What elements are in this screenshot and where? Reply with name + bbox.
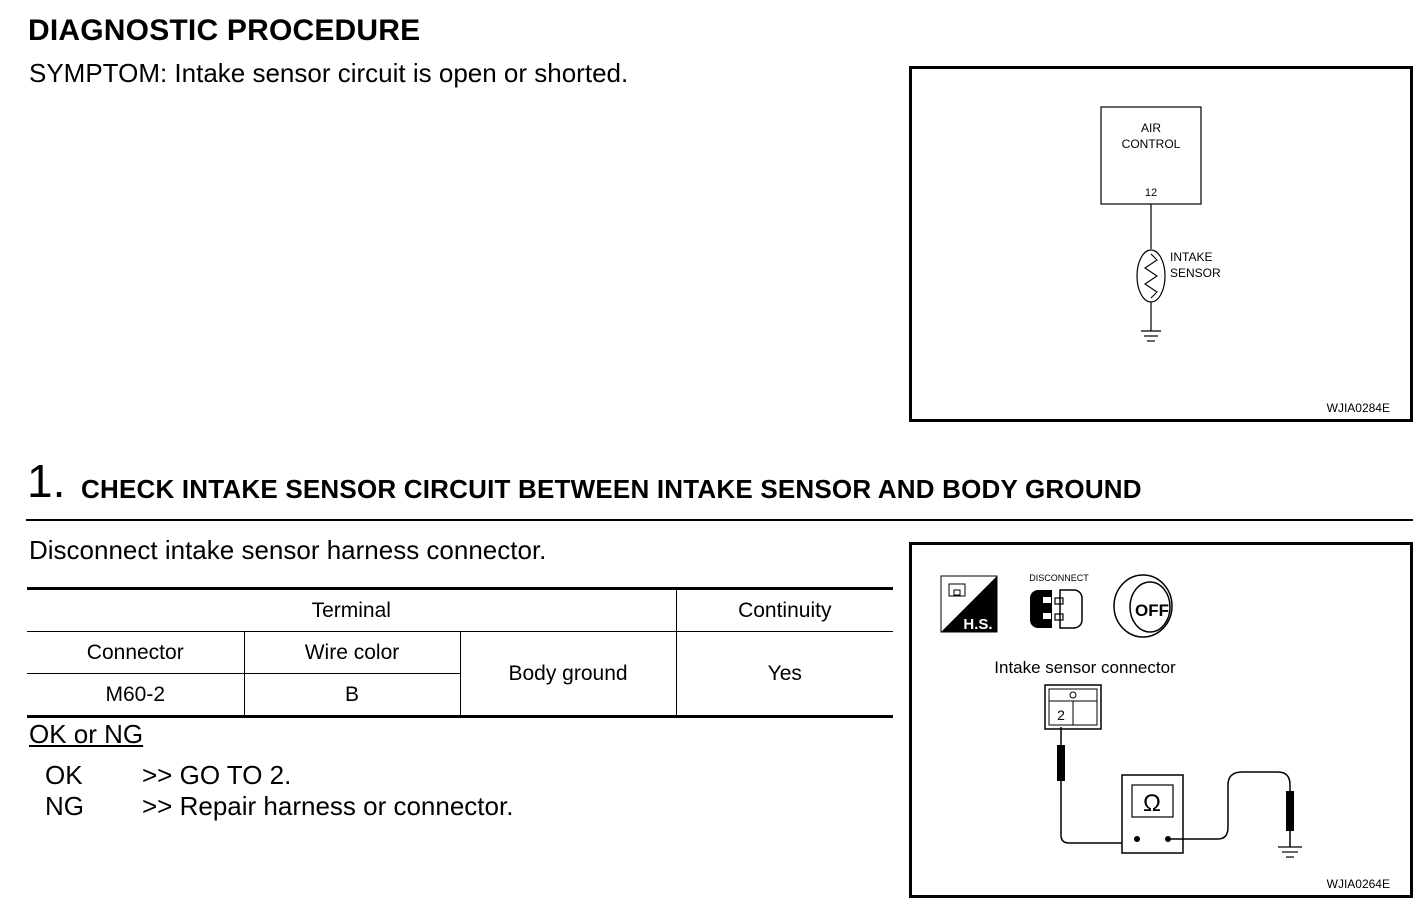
ng-action: >> Repair harness or connector. xyxy=(142,791,514,821)
ignition-off-icon: OFF xyxy=(1113,574,1173,638)
terminal-header: Terminal xyxy=(27,587,677,632)
wire-color-header: Wire color xyxy=(243,631,460,674)
pin-label: 12 xyxy=(1145,187,1157,199)
connector-value: M60-2 xyxy=(27,673,244,718)
probe-positive xyxy=(1057,727,1130,844)
air-control-label-2: CONTROL xyxy=(1122,137,1181,151)
result-title: OK or NG xyxy=(29,719,144,749)
continuity-header: Continuity xyxy=(675,587,894,632)
continuity-value: Yes xyxy=(675,631,894,718)
hs-label: H.S. xyxy=(963,616,992,633)
off-label: OFF xyxy=(1135,601,1169,620)
disconnect-label: DISCONNECT xyxy=(1029,573,1089,583)
intake-sensor-icon xyxy=(1136,249,1166,303)
step-divider xyxy=(26,519,1413,521)
intake-sensor-label-1: INTAKE xyxy=(1170,250,1212,264)
ground-icon xyxy=(1141,330,1161,342)
intake-sensor-label-2: SENSOR xyxy=(1170,266,1221,280)
thermistor-icon xyxy=(1144,253,1158,299)
ohmmeter-icon: Ω xyxy=(1121,774,1184,854)
step-title: CHECK INTAKE SENSOR CIRCUIT BETWEEN INTA… xyxy=(81,474,1142,504)
connector-caption: Intake sensor connector xyxy=(994,658,1176,677)
figure-id: WJIA0284E xyxy=(1326,401,1390,415)
probe-negative xyxy=(1171,771,1294,847)
disconnect-icon: DISCONNECT xyxy=(1029,573,1089,629)
terminal-table: Terminal Continuity Connector Wire color… xyxy=(27,587,894,718)
harness-side-icon: H.S. xyxy=(940,575,998,633)
connector-pin-label: 2 xyxy=(1057,707,1065,723)
circuit-diagram: AIR CONTROL 12 INTAKE SENSOR xyxy=(1100,106,1221,342)
step-instruction: Disconnect intake sensor harness connect… xyxy=(29,535,547,565)
wire-color-value: B xyxy=(243,673,460,718)
body-ground-cell: Body ground xyxy=(459,631,677,718)
ng-label: NG xyxy=(45,791,84,821)
figure-id: WJIA0264E xyxy=(1326,877,1390,891)
connector-icon: 2 xyxy=(1044,684,1102,730)
connector-header: Connector xyxy=(27,631,244,674)
ok-label: OK xyxy=(45,760,83,790)
measurement-figure: H.S. DISCONNECT OFF Intake sensor connec… xyxy=(909,542,1413,898)
symptom-text: SYMPTOM: Intake sensor circuit is open o… xyxy=(29,58,629,88)
measurement-diagram: H.S. DISCONNECT OFF Intake sensor connec… xyxy=(940,573,1302,858)
circuit-diagram-figure: AIR CONTROL 12 INTAKE SENSOR WJIA0284E xyxy=(909,66,1413,422)
step-number: 1. xyxy=(27,455,66,507)
ok-action: >> GO TO 2. xyxy=(142,760,292,790)
ground-icon xyxy=(1278,846,1302,858)
ohm-symbol: Ω xyxy=(1143,790,1161,817)
air-control-label-1: AIR xyxy=(1141,121,1161,135)
page-title: DIAGNOSTIC PROCEDURE xyxy=(28,14,421,47)
